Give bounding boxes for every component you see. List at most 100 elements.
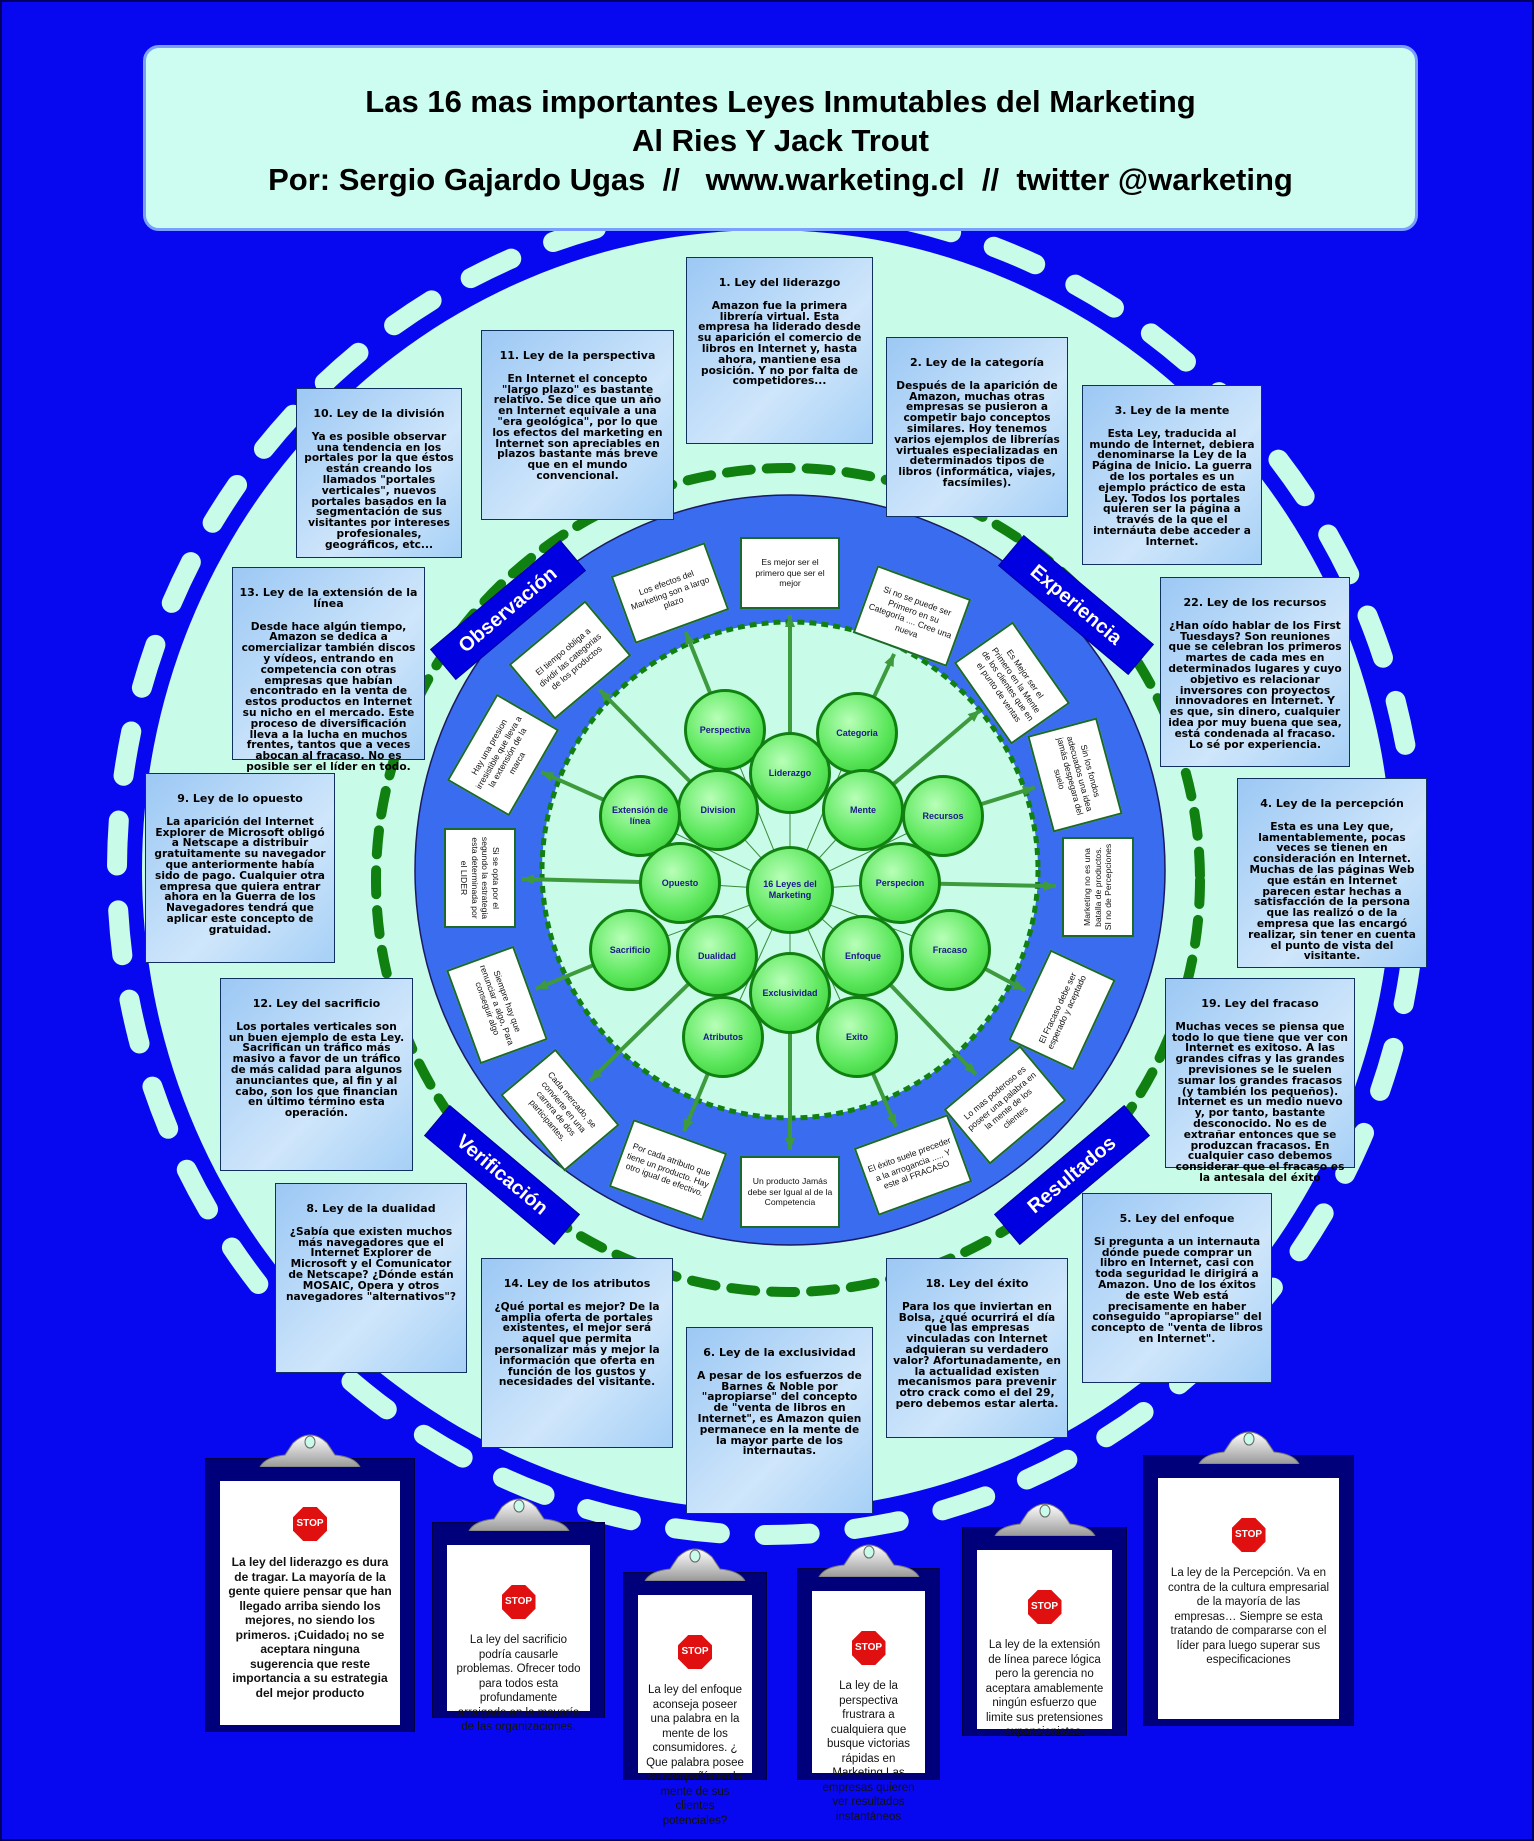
law-title: 4. Ley de la percepción xyxy=(1260,797,1404,810)
stop-sign-icon: STOP xyxy=(501,1585,536,1619)
law-text: A pesar de los esfuerzos de Barnes & Nob… xyxy=(697,1369,862,1458)
law-ball: Categoria xyxy=(816,692,898,774)
green-dashed-ring xyxy=(371,463,1205,1297)
law-box: 10. Ley de la división Ya es posible obse… xyxy=(296,388,462,558)
clipboard-clip-icon xyxy=(1197,1431,1300,1464)
law-title: 18. Ley del éxito xyxy=(925,1277,1029,1290)
law-title: 13. Ley de la extensión de la línea xyxy=(239,586,418,610)
stop-sign-icon: STOP xyxy=(851,1631,886,1665)
ring-concept-box: Es mejor ser el primero que ser el mejor xyxy=(740,537,840,609)
arrowhead xyxy=(1021,786,1035,796)
arrowhead xyxy=(886,1113,897,1127)
law-title: 8. Ley de la dualidad xyxy=(306,1202,436,1215)
arrowhead xyxy=(1043,880,1057,891)
arrow-line xyxy=(892,708,982,786)
arrowhead xyxy=(589,1068,603,1081)
arrow-line xyxy=(521,877,641,884)
law-text: Ya es posible observar una tendencia en … xyxy=(304,430,454,551)
law-ball: Fracaso xyxy=(909,909,991,991)
ring-concept-box: Si se opta por el segundo la estrategia … xyxy=(444,828,516,928)
law-text: Esta Ley, traducida al mundo de Internet… xyxy=(1089,427,1255,548)
law-title: 19. Ley del fracaso xyxy=(1201,997,1319,1010)
law-text: ¿Han oído hablar de los First Tuesdays? … xyxy=(1168,619,1342,751)
arrowhead xyxy=(683,1118,694,1132)
law-text: Después de la aparición de Amazon, mucha… xyxy=(894,379,1060,489)
arrow-line xyxy=(598,688,692,783)
stop-sign-icon: STOP xyxy=(678,1635,712,1669)
clipboard-text: La ley del enfoque aconseja poseer una p… xyxy=(646,1684,744,1827)
law-title: 22. Ley de los recursos xyxy=(1183,596,1327,609)
clipboard-text: La ley de la perspectiva frustrara a cua… xyxy=(822,1680,915,1823)
clipboard-clip-icon xyxy=(644,1548,746,1581)
law-ball: Opuesto xyxy=(639,842,721,924)
law-ball: Dualidad xyxy=(676,915,758,997)
arrowhead xyxy=(967,710,981,722)
clipboard: STOP La ley del sacrificio podría causarl… xyxy=(432,1498,605,1733)
law-ball: Enfoque xyxy=(822,915,904,997)
law-text: Si pregunta a un internauta dónde puede … xyxy=(1091,1235,1263,1345)
law-text: Los portales verticales son un buen ejem… xyxy=(228,1020,405,1120)
clipboard-note: STOP La ley de la perspectiva frustrara a… xyxy=(812,1591,925,1823)
law-box: 14. Ley de los atributos¿Qué portal es m… xyxy=(481,1258,673,1448)
clipboard-text: La ley del sacrificio podría causarle pr… xyxy=(456,1634,581,1733)
law-text: ¿Qué portal es mejor? De la amplia ofert… xyxy=(494,1300,660,1389)
arrowhead xyxy=(784,1138,796,1150)
law-text: Esta es una Ley que, lamentablemente, po… xyxy=(1248,820,1416,963)
arrowhead xyxy=(685,631,695,645)
law-title: 12. Ley del sacrificio xyxy=(252,997,381,1010)
law-ball: Perspecion xyxy=(859,842,941,924)
law-text: En Internet el concepto "largo plazo" es… xyxy=(492,372,663,482)
stop-sign-icon: STOP xyxy=(293,1507,327,1541)
title-header: Las 16 mas importantes Leyes Inmutables … xyxy=(143,45,1418,231)
law-title: 5. Ley del enfoque xyxy=(1119,1212,1235,1225)
clipboard-text: La ley de la extensión de línea parece l… xyxy=(985,1639,1104,1738)
law-ball: Recursos xyxy=(902,775,984,857)
byline: Por: Sergio Gajardo Ugas // www.warketin… xyxy=(268,162,1293,197)
clipboard-clip-icon xyxy=(993,1503,1096,1536)
arrowhead xyxy=(964,1062,977,1075)
law-title: 2. Ley de la categoría xyxy=(909,356,1045,369)
clipboard-text: La ley del liderazgo es dura de tragar. … xyxy=(228,1555,392,1700)
ring-concept-box: Marketing no es una batalla de productos… xyxy=(1062,837,1134,937)
clipboard: STOP La ley del liderazgo es dura de trag… xyxy=(205,1434,415,1732)
law-box: 8. Ley de la dualidad ¿Sabía que existen … xyxy=(275,1183,467,1373)
arrowhead xyxy=(599,689,612,702)
law-title: 6. Ley de la exclusividad xyxy=(703,1346,856,1359)
arrowhead xyxy=(535,979,549,990)
clipboard-clip-icon xyxy=(259,1434,361,1467)
law-text: Amazon fue la primera librería virtual. … xyxy=(697,299,862,388)
ring-concept-box: Un producto Jamás debe ser Igual al de l… xyxy=(740,1156,840,1228)
arrow-line xyxy=(889,983,978,1076)
law-box: 11. Ley de la perspectiva En Internet el … xyxy=(481,330,674,520)
law-title: 3. Ley de la mente xyxy=(1114,404,1230,417)
clipboard-text: La ley de la Percepción. Va en contra de… xyxy=(1167,1567,1330,1666)
arrowhead xyxy=(884,654,895,667)
law-text: Para los que inviertan en Bolsa, ¿qué oc… xyxy=(893,1300,1061,1410)
law-title: 10. Ley de la división xyxy=(313,407,445,420)
arrowhead xyxy=(1012,980,1025,991)
arrowhead xyxy=(521,874,535,885)
clipboard-clip-icon xyxy=(467,1498,570,1531)
title: Las 16 mas importantes Leyes Inmutables … xyxy=(365,84,1196,119)
clipboard-note: STOP La ley del enfoque aconseja poseer u… xyxy=(638,1595,752,1827)
subtitle-authors: Al Ries Y Jack Trout xyxy=(632,123,929,158)
clipboard-note: STOP La ley del liderazgo es dura de trag… xyxy=(220,1481,400,1725)
center-ball: 16 Leyes del Marketing xyxy=(746,846,834,934)
clipboard-note: STOP La ley del sacrificio podría causarl… xyxy=(447,1545,590,1733)
law-title: 11. Ley de la perspectiva xyxy=(499,349,656,362)
law-ball: Atributos xyxy=(682,996,764,1078)
clipboard: STOP La ley de la perspectiva frustrara a… xyxy=(797,1544,940,1823)
law-text: ¿Sabía que existen muchos más navegadore… xyxy=(285,1225,457,1303)
law-ball: Exclusividad xyxy=(749,952,831,1034)
law-ball: Exito xyxy=(816,996,898,1078)
arrowhead xyxy=(784,615,796,627)
